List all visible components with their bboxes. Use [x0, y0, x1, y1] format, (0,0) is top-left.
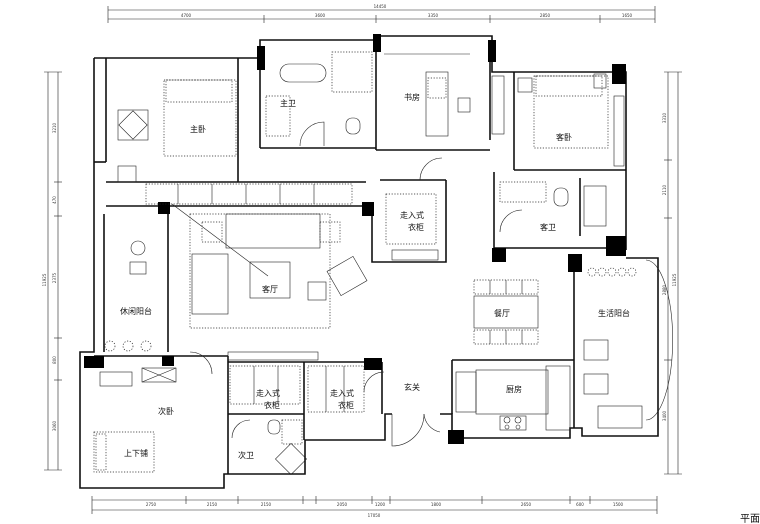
room-labels: 主卧 主卫 书房 客卧 客卫 走入式 衣柜 客厅 休闲阳台 餐厅 生活阳台 玄关… [120, 92, 630, 460]
label-walk-in-closet-left-1: 走入式 [256, 388, 280, 398]
label-walk-in-closet-right-2: 衣柜 [338, 400, 354, 410]
dim-bottom-7: 2650 [521, 502, 532, 507]
dim-left-1: 3210 [52, 122, 57, 133]
dim-left-2: 470 [52, 196, 57, 204]
label-second-bedroom: 次卧 [158, 406, 174, 416]
dim-right-2: 2110 [662, 184, 667, 195]
label-master-bath: 主卫 [280, 98, 296, 108]
label-walk-in-closet-center-2: 衣柜 [408, 222, 424, 232]
dimension-bottom: 2750 2150 2150 2050 1200 1800 2650 600 1… [91, 496, 658, 518]
label-walk-in-closet-left-2: 衣柜 [264, 400, 280, 410]
label-second-bath: 次卫 [238, 450, 254, 460]
label-study: 书房 [404, 92, 420, 102]
label-utility-balcony: 生活阳台 [598, 308, 630, 318]
dim-bottom-4: 2050 [337, 502, 348, 507]
dim-top-4: 2850 [540, 13, 551, 18]
dim-left-4: 800 [52, 356, 57, 364]
label-entrance: 玄关 [404, 382, 420, 392]
dim-right-4: 3400 [662, 410, 667, 421]
dimension-right: 11925 3310 2110 2880 3400 [662, 71, 682, 475]
dim-bottom-2: 2150 [207, 502, 218, 507]
label-walk-in-closet-right-1: 走入式 [330, 388, 354, 398]
label-walk-in-closet-center-1: 走入式 [400, 210, 424, 220]
dim-bottom-1: 2750 [146, 502, 157, 507]
dim-right-total: 11925 [672, 273, 677, 286]
dim-top-3: 3350 [428, 13, 439, 18]
label-living-room: 客厅 [262, 284, 278, 294]
label-leisure-balcony: 休闲阳台 [120, 306, 152, 316]
dim-left-total: 11925 [42, 273, 47, 286]
label-guest-bath: 客卫 [540, 222, 556, 232]
dim-bottom-5: 1200 [375, 502, 386, 507]
dimension-left: 11925 3210 470 2375 800 3060 [42, 71, 62, 471]
dim-left-3: 2375 [52, 272, 57, 283]
label-dining-room: 餐厅 [494, 309, 510, 318]
furniture [93, 51, 673, 475]
dim-bottom-total: 17050 [368, 513, 381, 518]
dim-bottom-3: 2150 [261, 502, 272, 507]
dim-top-total: 14450 [374, 4, 387, 9]
dim-bottom-8: 600 [576, 502, 584, 507]
plan-caption: 平面 [740, 514, 760, 524]
label-kitchen: 厨房 [506, 384, 522, 394]
dim-bottom-6: 1800 [431, 502, 442, 507]
structural-columns [84, 34, 626, 444]
label-bunk-bed: 上下铺 [124, 448, 148, 458]
dim-bottom-9: 1500 [613, 502, 624, 507]
dim-top-2: 3600 [315, 13, 326, 18]
label-master-bedroom: 主卧 [190, 124, 206, 134]
dim-top-5: 1650 [622, 13, 633, 18]
dimension-top: 14450 4700 3600 3350 2850 1650 [107, 4, 656, 23]
dim-top-1: 4700 [181, 13, 192, 18]
dim-left-5: 3060 [52, 420, 57, 431]
label-guest-bedroom: 客卧 [556, 132, 572, 142]
dim-right-1: 3310 [662, 112, 667, 123]
walls [79, 35, 659, 489]
dim-right-3: 2880 [662, 284, 667, 295]
